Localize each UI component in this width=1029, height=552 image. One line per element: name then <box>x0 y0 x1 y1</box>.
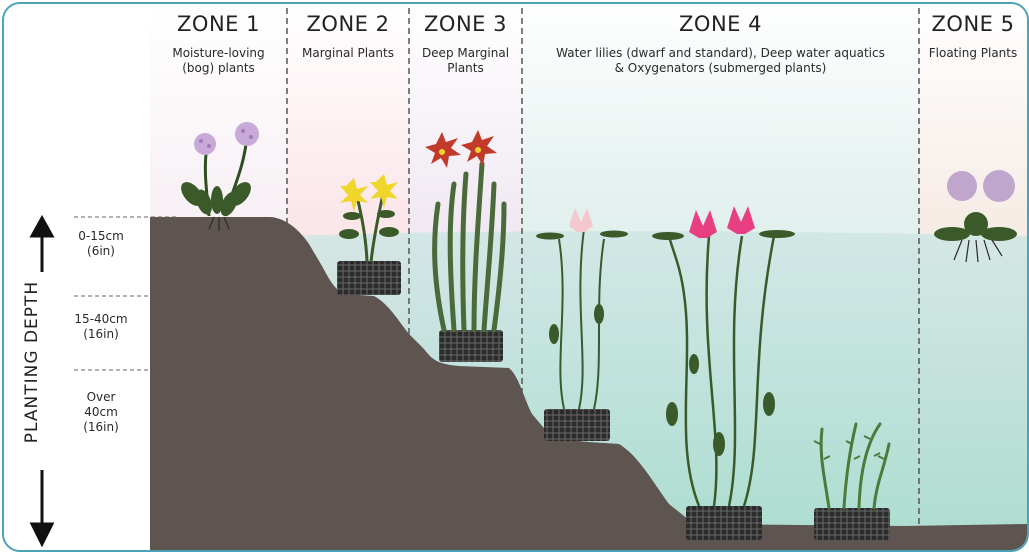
diagram-stage: ZONE 1 ZONE 2 ZONE 3 ZONE 4 ZONE 5 Moist… <box>4 4 1027 550</box>
depth-band-15-40cm: 15-40cm(16in) <box>66 312 136 342</box>
pond-illustration <box>4 4 1027 550</box>
zone-4-description: Water lilies (dwarf and standard), Deep … <box>522 46 919 76</box>
zone-1-description: Moisture-loving(bog) plants <box>150 46 287 76</box>
zone-1-title: ZONE 1 <box>150 12 287 36</box>
zone-2-description: Marginal Plants <box>287 46 409 61</box>
depth-band-0-15cm: 0-15cm(6in) <box>66 229 136 259</box>
zone-5-description: Floating Plants <box>919 46 1027 61</box>
planting-depth-label: PLANTING DEPTH <box>22 262 42 462</box>
zone-3-title: ZONE 3 <box>409 12 522 36</box>
zone-5-title: ZONE 5 <box>919 12 1027 36</box>
zone-4-title: ZONE 4 <box>522 12 919 36</box>
zone-2-title: ZONE 2 <box>287 12 409 36</box>
